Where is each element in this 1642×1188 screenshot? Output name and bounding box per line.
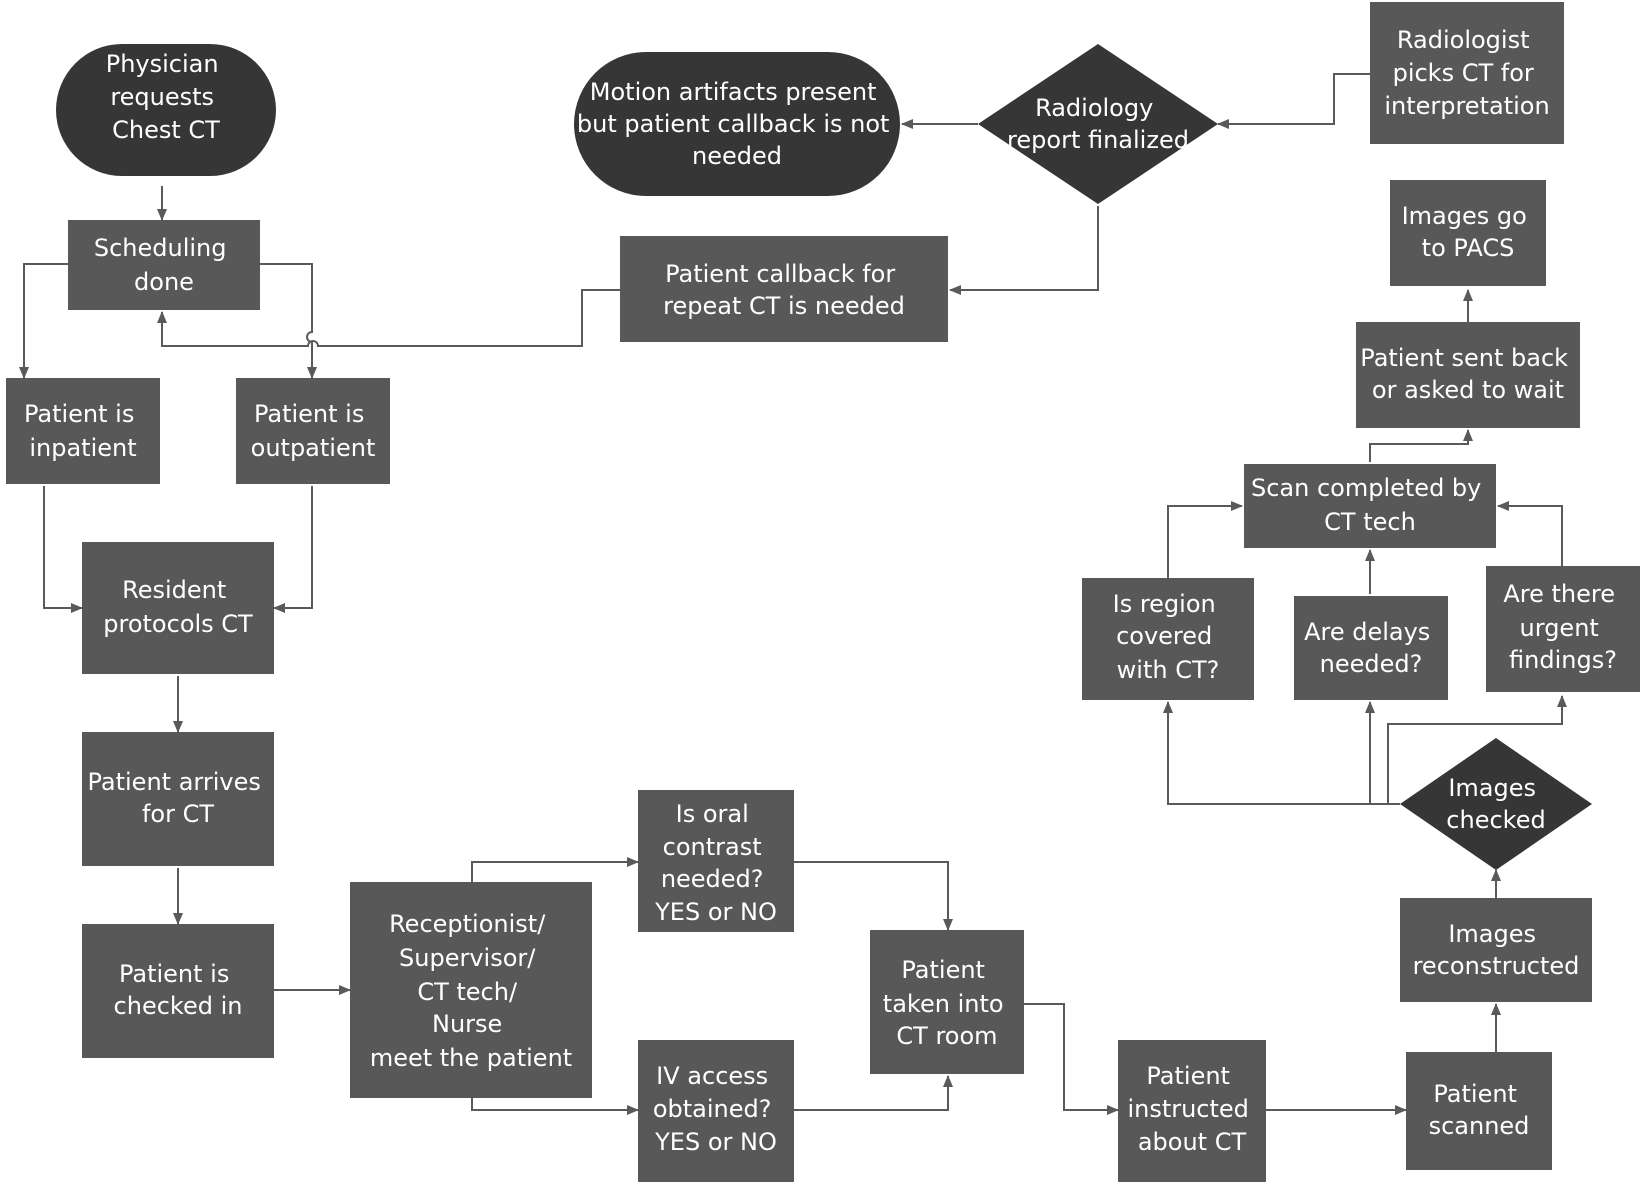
physician-requests-terminal: Physician requests Chest CT xyxy=(56,44,276,176)
sent-back-box: Patient sent back or asked to wait xyxy=(1356,322,1580,428)
region-covered-box: Is region covered with CT? xyxy=(1082,578,1254,700)
edge-radiologist-to-report xyxy=(1217,73,1370,129)
resident-protocols-box: Resident protocols CT xyxy=(82,542,274,674)
svg-text:Images checked: Images checked xyxy=(1446,774,1545,834)
edge-region-to-scan xyxy=(1167,501,1243,578)
images-checked-decision: Images checked xyxy=(1400,738,1592,870)
report-finalized-decision: Radiology report finalized xyxy=(978,44,1218,204)
patient-arrives-box: Patient arrives for CT xyxy=(82,732,274,866)
svg-text:Radiologist picks CT f: Radiologist picks CT for interpretation xyxy=(1384,26,1549,120)
edge-outpatient-to-resident xyxy=(273,486,313,613)
svg-text:Scan completed by CT t: Scan completed by CT tech xyxy=(1251,474,1489,536)
radiologist-picks-box: Radiologist picks CT for interpretation xyxy=(1370,2,1564,144)
patient-outpatient-box: Patient is outpatient xyxy=(236,378,390,484)
motion-artifacts-terminal: Motion artifacts present but patient cal… xyxy=(574,52,900,196)
svg-text:Patient instructed: Patient instructed about CT xyxy=(1127,1062,1256,1156)
svg-text:Scheduling done: Scheduling done xyxy=(94,234,234,296)
to-pacs-box: Images go to PACS xyxy=(1390,180,1546,286)
edge-oral-to-taken xyxy=(794,861,953,931)
oral-contrast-box: Is oral contrast needed? YES or NO xyxy=(638,790,794,932)
svg-text:Motion artifacts present: Motion artifacts present but patient cal… xyxy=(577,78,897,170)
scanned-box: Patient scanned xyxy=(1406,1052,1552,1170)
scheduling-done-box: Scheduling done xyxy=(68,220,260,310)
svg-text:Images go to PACS: Images go to PACS xyxy=(1402,202,1535,262)
svg-text:Patient arrives for CT: Patient arrives for CT xyxy=(88,768,269,828)
svg-text:Patient is checked in: Patient is checked in xyxy=(114,960,243,1020)
urgent-findings-box: Are there urgent findings? xyxy=(1486,566,1640,692)
svg-text:Receptionist/ Supervis: Receptionist/ Supervisor/ CT tech/ Nurse… xyxy=(370,910,572,1072)
svg-text:Patient callback for r: Patient callback for repeat CT is needed xyxy=(663,260,905,320)
svg-text:Patient is outpatient: Patient is outpatient xyxy=(251,400,376,462)
svg-text:Is oral contrast: Is oral contrast needed? YES or NO xyxy=(654,800,777,926)
edge-taken-to-instructed xyxy=(1024,1003,1119,1115)
patient-checked-in-box: Patient is checked in xyxy=(82,924,274,1058)
svg-text:Are there urgent: Are there urgent findings? xyxy=(1503,580,1622,674)
svg-text:Patient taken into: Patient taken into CT room xyxy=(883,956,1011,1050)
svg-text:Radiology report final: Radiology report finalized xyxy=(1007,94,1189,154)
edge-meet-to-iv xyxy=(471,1098,639,1115)
edge-inpatient-to-resident xyxy=(43,486,83,613)
edge-scheduling-to-outpatient xyxy=(260,263,317,379)
edge-meet-to-oral xyxy=(471,857,639,882)
svg-text:Is region covered: Is region covered with CT? xyxy=(1113,590,1224,684)
edge-scheduling-to-inpatient xyxy=(19,263,68,379)
svg-text:Physician requests: Physician requests Chest CT xyxy=(106,50,226,144)
edge-callback-to-scheduling xyxy=(157,289,620,347)
svg-text:Patient is inpatient: Patient is inpatient xyxy=(24,400,142,462)
patient-inpatient-box: Patient is inpatient xyxy=(6,378,160,484)
taken-into-room-box: Patient taken into CT room xyxy=(870,930,1024,1074)
svg-text:Are delays needed?: Are delays needed? xyxy=(1304,618,1438,678)
iv-access-box: IV access obtained? YES or NO xyxy=(638,1040,794,1182)
svg-text:Images reconstructed: Images reconstructed xyxy=(1413,920,1580,980)
svg-text:Patient sent back or a: Patient sent back or asked to wait xyxy=(1360,344,1575,404)
edge-iv-to-taken xyxy=(794,1075,953,1111)
scan-completed-box: Scan completed by CT tech xyxy=(1244,464,1496,548)
instructed-box: Patient instructed about CT xyxy=(1118,1040,1266,1182)
edge-checked-to-urgent xyxy=(1387,695,1567,804)
svg-text:Patient scanned: Patient scanned xyxy=(1429,1080,1530,1140)
svg-text:IV access obtained?: IV access obtained? YES or NO xyxy=(653,1062,779,1156)
reconstructed-box: Images reconstructed xyxy=(1400,898,1592,1002)
edge-report-to-callback xyxy=(949,206,1099,295)
svg-text:Resident protocols CT: Resident protocols CT xyxy=(103,576,253,638)
edge-checked-to-region xyxy=(1163,701,1400,805)
delays-needed-box: Are delays needed? xyxy=(1294,596,1448,700)
callback-needed-box: Patient callback for repeat CT is needed xyxy=(620,236,948,342)
meet-patient-box: Receptionist/ Supervisor/ CT tech/ Nurse… xyxy=(350,882,592,1098)
edge-urgent-to-scan xyxy=(1497,501,1563,566)
edge-scan-to-sentback xyxy=(1369,429,1473,462)
